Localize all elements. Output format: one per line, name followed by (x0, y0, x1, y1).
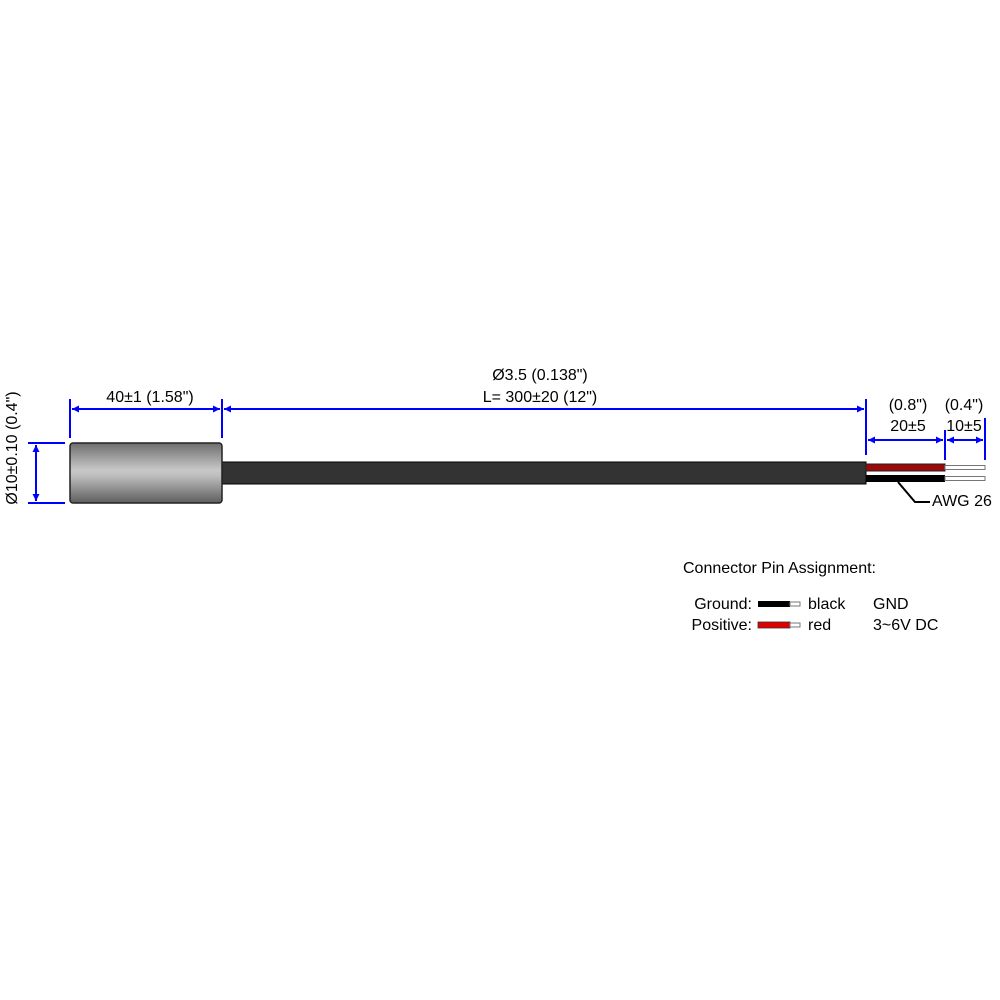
legend-label: Ground: (694, 596, 752, 613)
strip-inch-label: (0.8") (889, 397, 928, 414)
bare-inch-label: (0.4") (945, 397, 984, 414)
bare-mm-label: 10±5 (946, 418, 982, 435)
legend-title: Connector Pin Assignment: (683, 560, 876, 577)
cable-length-label: L= 300±20 (12") (483, 389, 598, 406)
legend-color: red (808, 617, 831, 634)
body-diameter-label: Ø10±0.10 (0.4") (4, 391, 21, 504)
awg-leader-line (897, 481, 930, 503)
red-wire-icon (757, 621, 791, 629)
cable (219, 461, 867, 485)
legend-signal: GND (873, 596, 909, 613)
body-length-label: 40±1 (1.58") (106, 389, 193, 406)
legend-signal: 3~6V DC (873, 617, 938, 634)
legend-label: Positive: (692, 617, 752, 634)
legend-color: black (808, 596, 846, 613)
legend-row-positive: Positive: red 3~6V DC (692, 617, 939, 634)
awg-label: AWG 26 (932, 493, 992, 510)
wires (865, 463, 986, 482)
strip-mm-label: 20±5 (890, 418, 926, 435)
black-wire-icon (758, 601, 790, 607)
cable-diameter-label: Ø3.5 (0.138") (492, 367, 588, 384)
dimension-lines (28, 399, 986, 504)
sensor-body (69, 442, 223, 504)
legend-row-ground: Ground: black GND (694, 596, 908, 613)
